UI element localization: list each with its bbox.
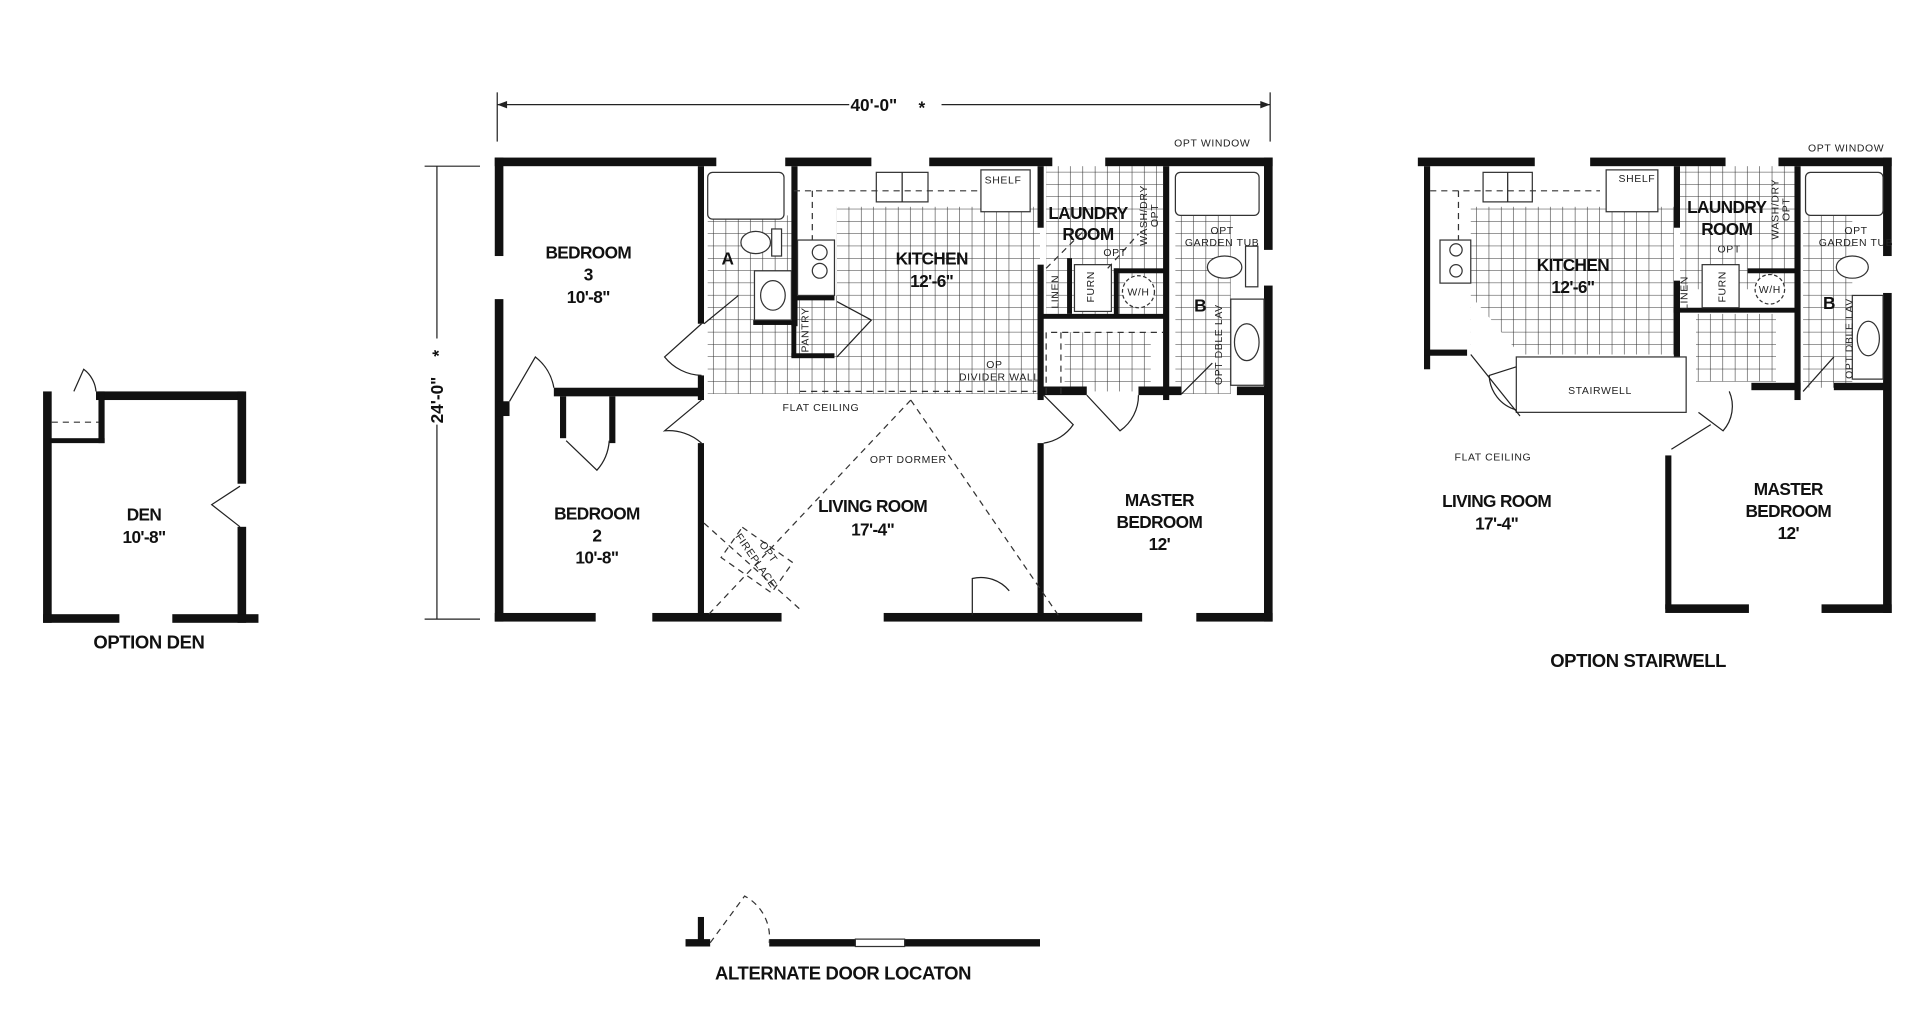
width-label: 40'-0" — [850, 95, 897, 115]
stairwell — [1515, 356, 1687, 413]
stairwell-laundry-label: LAUNDRY — [1687, 197, 1767, 217]
master-label-2: BEDROOM — [1117, 512, 1203, 532]
water-heater-icon — [1754, 273, 1786, 305]
bedroom3-label: BEDROOM — [545, 243, 631, 263]
stairwell-living-label: LIVING ROOM — [1442, 491, 1551, 511]
bedroom2-label: BEDROOM — [554, 503, 640, 523]
width-dimension: 40'-0" * — [496, 92, 1271, 142]
bathtub-b — [1174, 171, 1260, 217]
interior-walls — [497, 166, 1268, 616]
kitchen-size: 12'-6" — [910, 271, 953, 291]
dimension-asterisk: * — [918, 97, 925, 117]
stairwell-bath-b-label: B — [1823, 293, 1835, 313]
bedroom2-number: 2 — [592, 526, 601, 546]
stairwell-label: STAIRWELL — [1568, 386, 1632, 397]
flat-ceiling-note: FLAT CEILING — [783, 403, 860, 414]
furnace — [1073, 264, 1112, 313]
opt-window-note: OPT WINDOW — [1808, 143, 1884, 154]
furn-note: FURN — [1718, 271, 1729, 303]
alternate-door-detail: ALTERNATE DOOR LOCATON — [685, 895, 1040, 984]
refrigerator-shelf — [1605, 169, 1659, 213]
divider-op-note: OP — [986, 360, 1002, 371]
divider-wall-note: DIVIDER WALL — [959, 372, 1040, 383]
bedroom3-number: 3 — [584, 265, 593, 285]
stairwell-master-size: 12' — [1778, 523, 1800, 543]
wash-dry-opt-note: OPT — [1150, 204, 1161, 227]
exterior-walls — [494, 157, 1273, 622]
stairwell-laundry-label-2: ROOM — [1701, 219, 1752, 239]
laundry-label: LAUNDRY — [1048, 203, 1128, 223]
opt-garden-note: OPT — [1210, 226, 1233, 237]
linen-note: LINEN — [1050, 275, 1061, 309]
double-lav-note: OPT DBLE LAV — [1844, 298, 1855, 379]
opt-dormer-note: OPT DORMER — [870, 455, 947, 466]
linen-note: LINEN — [1679, 276, 1690, 310]
bathtub-a — [707, 171, 785, 220]
bath-b-label: B — [1194, 295, 1206, 315]
shelf-note: SHELF — [985, 175, 1022, 186]
furn-note: FURN — [1086, 271, 1097, 303]
stairwell-living-size: 17'-4" — [1475, 513, 1518, 533]
stairwell-kitchen-size: 12'-6" — [1551, 277, 1594, 297]
dimension-asterisk: * — [428, 350, 448, 357]
wash-dry-note: WASH/DRY — [1139, 185, 1150, 246]
main-floor-plan: 40'-0" * 24'-0" * — [424, 92, 1273, 622]
den-label: DEN — [127, 505, 162, 525]
stairwell-master-label: MASTER — [1754, 479, 1824, 499]
bedroom2-size: 10'-8" — [575, 548, 618, 568]
kitchen-label: KITCHEN — [896, 249, 968, 269]
bath-a-label: A — [721, 249, 733, 269]
alternate-door-caption: ALTERNATE DOOR LOCATON — [715, 963, 971, 984]
refrigerator-shelf — [980, 169, 1031, 213]
depth-dimension: 24'-0" * — [424, 165, 480, 620]
garden-tub-note: GARDEN TUB — [1819, 238, 1894, 249]
flat-ceiling-note: FLAT CEILING — [1455, 452, 1532, 463]
room-labels: BEDROOM 3 10'-8" A KITCHEN 12'-6" LAUNDR… — [545, 203, 1206, 568]
laundry-label-2: ROOM — [1062, 224, 1113, 244]
doors — [509, 294, 1213, 616]
option-stairwell-caption: OPTION STAIRWELL — [1550, 650, 1726, 671]
opt-note: OPT — [1103, 248, 1126, 259]
wash-dry-note: WASH/DRY — [1770, 179, 1781, 240]
toilet-icon — [1206, 255, 1243, 279]
option-stairwell-plan: KITCHEN 12'-6" SHELF LAUNDRY ROOM WASH/D… — [1417, 143, 1894, 671]
opt-note: OPT — [1718, 244, 1741, 255]
toilet-icon — [740, 230, 772, 255]
bedroom3-size: 10'-8" — [567, 287, 610, 307]
living-room-size: 17'-4" — [851, 519, 894, 539]
depth-label: 24'-0" — [427, 377, 447, 424]
opt-garden-note: OPT — [1844, 226, 1867, 237]
pantry-note: PANTRY — [801, 307, 812, 352]
stairwell-kitchen-label: KITCHEN — [1537, 255, 1609, 275]
living-room-label: LIVING ROOM — [818, 496, 927, 516]
den-size: 10'-8" — [122, 527, 165, 547]
wash-dry-opt-note: OPT — [1782, 198, 1793, 221]
bathtub-b — [1804, 171, 1884, 217]
wh-note: W/H — [1759, 285, 1781, 296]
option-den-plan: DEN 10'-8" OPTION DEN — [43, 368, 259, 653]
option-den-caption: OPTION DEN — [93, 632, 204, 653]
water-heater-icon — [1121, 275, 1156, 309]
furnace — [1701, 264, 1740, 309]
double-lav-note: OPT DBLE LAV — [1214, 304, 1225, 385]
wh-note: W/H — [1127, 287, 1149, 298]
master-size: 12' — [1149, 534, 1171, 554]
toilet-icon — [1835, 255, 1869, 279]
garden-tub-note: GARDEN TUB — [1185, 238, 1260, 249]
shelf-note: SHELF — [1619, 174, 1656, 185]
stairwell-master-label-2: BEDROOM — [1745, 501, 1831, 521]
fixtures — [707, 169, 1265, 394]
master-label: MASTER — [1125, 490, 1195, 510]
opt-window-note: OPT WINDOW — [1174, 139, 1250, 150]
